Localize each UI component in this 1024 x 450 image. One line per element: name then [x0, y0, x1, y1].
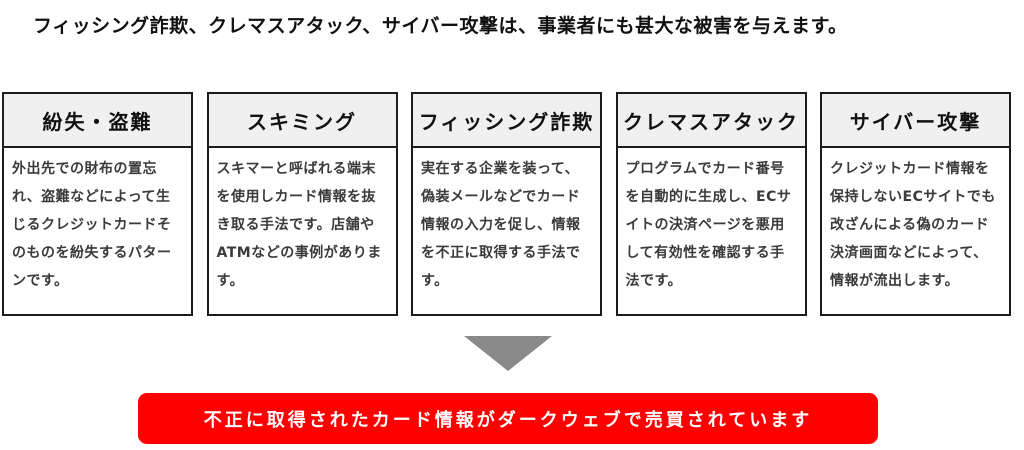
card-cyber-attack-title: サイバー攻撃 [822, 94, 1009, 148]
card-skimming-title: スキミング [208, 94, 396, 148]
card-credit-master-attack-title: クレマスアタック [617, 94, 805, 148]
card-credit-master-attack: クレマスアタック プログラムでカード番号を自動的に生成し、ECサイトの決済ページ… [615, 92, 807, 316]
card-lost-stolen-description: 外出先での財布の置忘れ、盗難などによって生じるクレジットカードそのものを紛失する… [12, 161, 172, 289]
dark-web-banner-text: 不正に取得されたカード情報がダークウェブで売買されています [203, 409, 813, 431]
page-title: フィッシング詐欺、クレマスアタック、サイバー攻撃は、事業者にも甚大な被害を与えま… [33, 15, 848, 37]
card-phishing-description: 実在する企業を装って、偽装メールなどでカード情報の入力を促し、情報を不正に取得す… [421, 161, 581, 289]
dark-web-banner: 不正に取得されたカード情報がダークウェブで売買されています [138, 393, 878, 444]
card-cyber-attack: サイバー攻撃 クレジットカード情報を保持しないECサイトでも改ざんによる偽のカー… [820, 92, 1011, 316]
down-arrow-icon [464, 336, 552, 371]
card-phishing-title: フィッシング詐欺 [413, 94, 600, 148]
card-credit-master-attack-description: プログラムでカード番号を自動的に生成し、ECサイトの決済ページを悪用して有効性を… [625, 161, 792, 289]
card-phishing: フィッシング詐欺 実在する企業を装って、偽装メールなどでカード情報の入力を促し、… [411, 92, 602, 316]
fraud-type-cards: 紛失・盗難 外出先での財布の置忘れ、盗難などによって生じるクレジットカードそのも… [2, 92, 1011, 316]
card-cyber-attack-description: クレジットカード情報を保持しないECサイトでも改ざんによる偽のカード決済画面など… [830, 161, 996, 289]
card-skimming: スキミング スキマーと呼ばれる端末を使用しカード情報を抜き取る手法です。店舗やA… [206, 92, 398, 316]
card-lost-stolen: 紛失・盗難 外出先での財布の置忘れ、盗難などによって生じるクレジットカードそのも… [2, 92, 193, 316]
card-skimming-description: スキマーと呼ばれる端末を使用しカード情報を抜き取る手法です。店舗やATMなどの事… [216, 161, 382, 289]
card-lost-stolen-title: 紛失・盗難 [4, 94, 191, 148]
